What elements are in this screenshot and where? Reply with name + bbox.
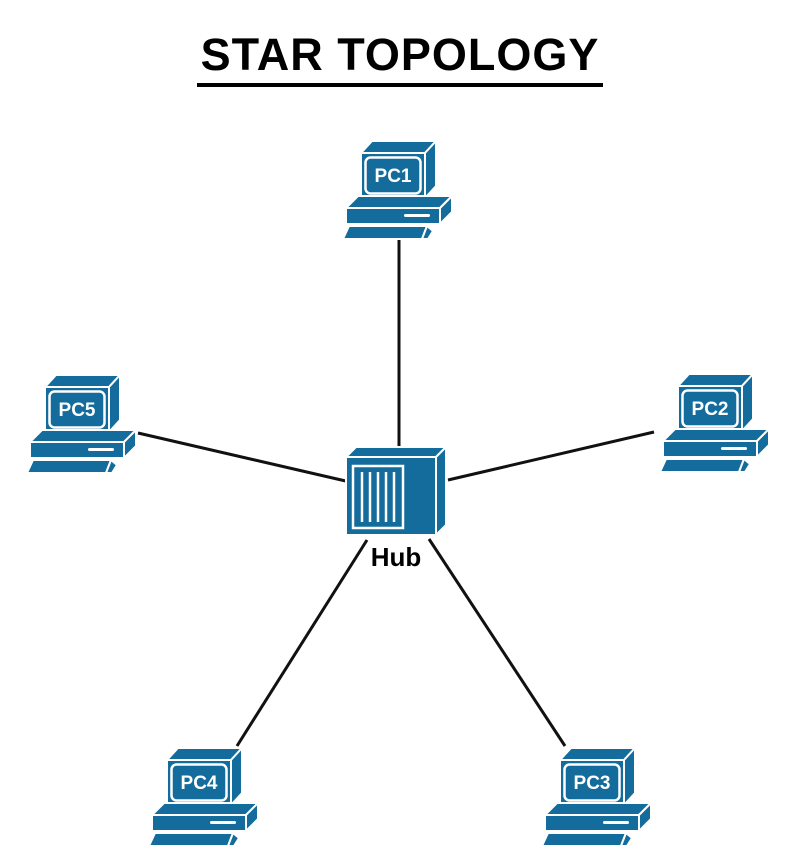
node-pc5: PC5 (21, 372, 139, 474)
pc-label: PC3 (574, 773, 611, 794)
pc-system-unit (29, 429, 137, 459)
connection-hub-pc4 (235, 539, 369, 747)
pc4-icon: PC4 (148, 747, 259, 847)
pc-monitor: PC2 (677, 373, 754, 432)
node-hub (344, 445, 448, 537)
connection-hub-pc5 (137, 431, 351, 484)
title-area: STAR TOPOLOGY (0, 30, 800, 87)
pc-label: PC2 (692, 399, 729, 420)
pc-keyboard (148, 832, 240, 847)
hub-vent-panel (351, 464, 405, 530)
pc1-icon: PC1 (342, 140, 453, 240)
connection-hub-pc3 (427, 538, 567, 747)
pc-system-unit (345, 195, 453, 225)
connection-hub-pc2 (447, 430, 655, 482)
pc-monitor: PC5 (44, 374, 121, 433)
pc-system-unit (544, 802, 652, 832)
pc-monitor: PC4 (166, 747, 243, 806)
pc-screen (563, 763, 621, 802)
pc3-icon: PC3 (541, 747, 652, 847)
pc-disk-slot (404, 214, 430, 217)
hub-label: Hub (370, 542, 422, 572)
pc-screen (48, 390, 106, 429)
pc-keyboard (659, 458, 751, 473)
diagram-title: STAR TOPOLOGY (196, 30, 604, 87)
hub-icon (345, 446, 447, 536)
pc-system-unit (662, 428, 770, 458)
pc-keyboard (342, 225, 434, 240)
pc-monitor: PC1 (360, 140, 437, 199)
hub-vent-stripes (360, 472, 396, 522)
pc-screen (170, 763, 228, 802)
pc-screen (681, 389, 739, 428)
pc-keyboard (541, 832, 633, 847)
node-pc3: PC3 (536, 745, 654, 847)
node-pc2: PC2 (654, 371, 772, 473)
pc-screen (364, 156, 422, 195)
node-pc1: PC1 (337, 138, 455, 240)
pc-system-unit (151, 802, 259, 832)
pc-disk-slot (603, 821, 629, 824)
pc2-icon: PC2 (659, 373, 770, 473)
node-pc4: PC4 (143, 745, 261, 847)
pc-disk-slot (88, 448, 114, 451)
pc-disk-slot (210, 821, 236, 824)
pc5-icon: PC5 (26, 374, 137, 474)
pc-monitor: PC3 (559, 747, 636, 806)
pc-disk-slot (721, 447, 747, 450)
pc-label: PC4 (181, 773, 218, 794)
pc-keyboard (26, 459, 118, 474)
pc-label: PC1 (375, 166, 412, 187)
pc-label: PC5 (59, 400, 96, 421)
